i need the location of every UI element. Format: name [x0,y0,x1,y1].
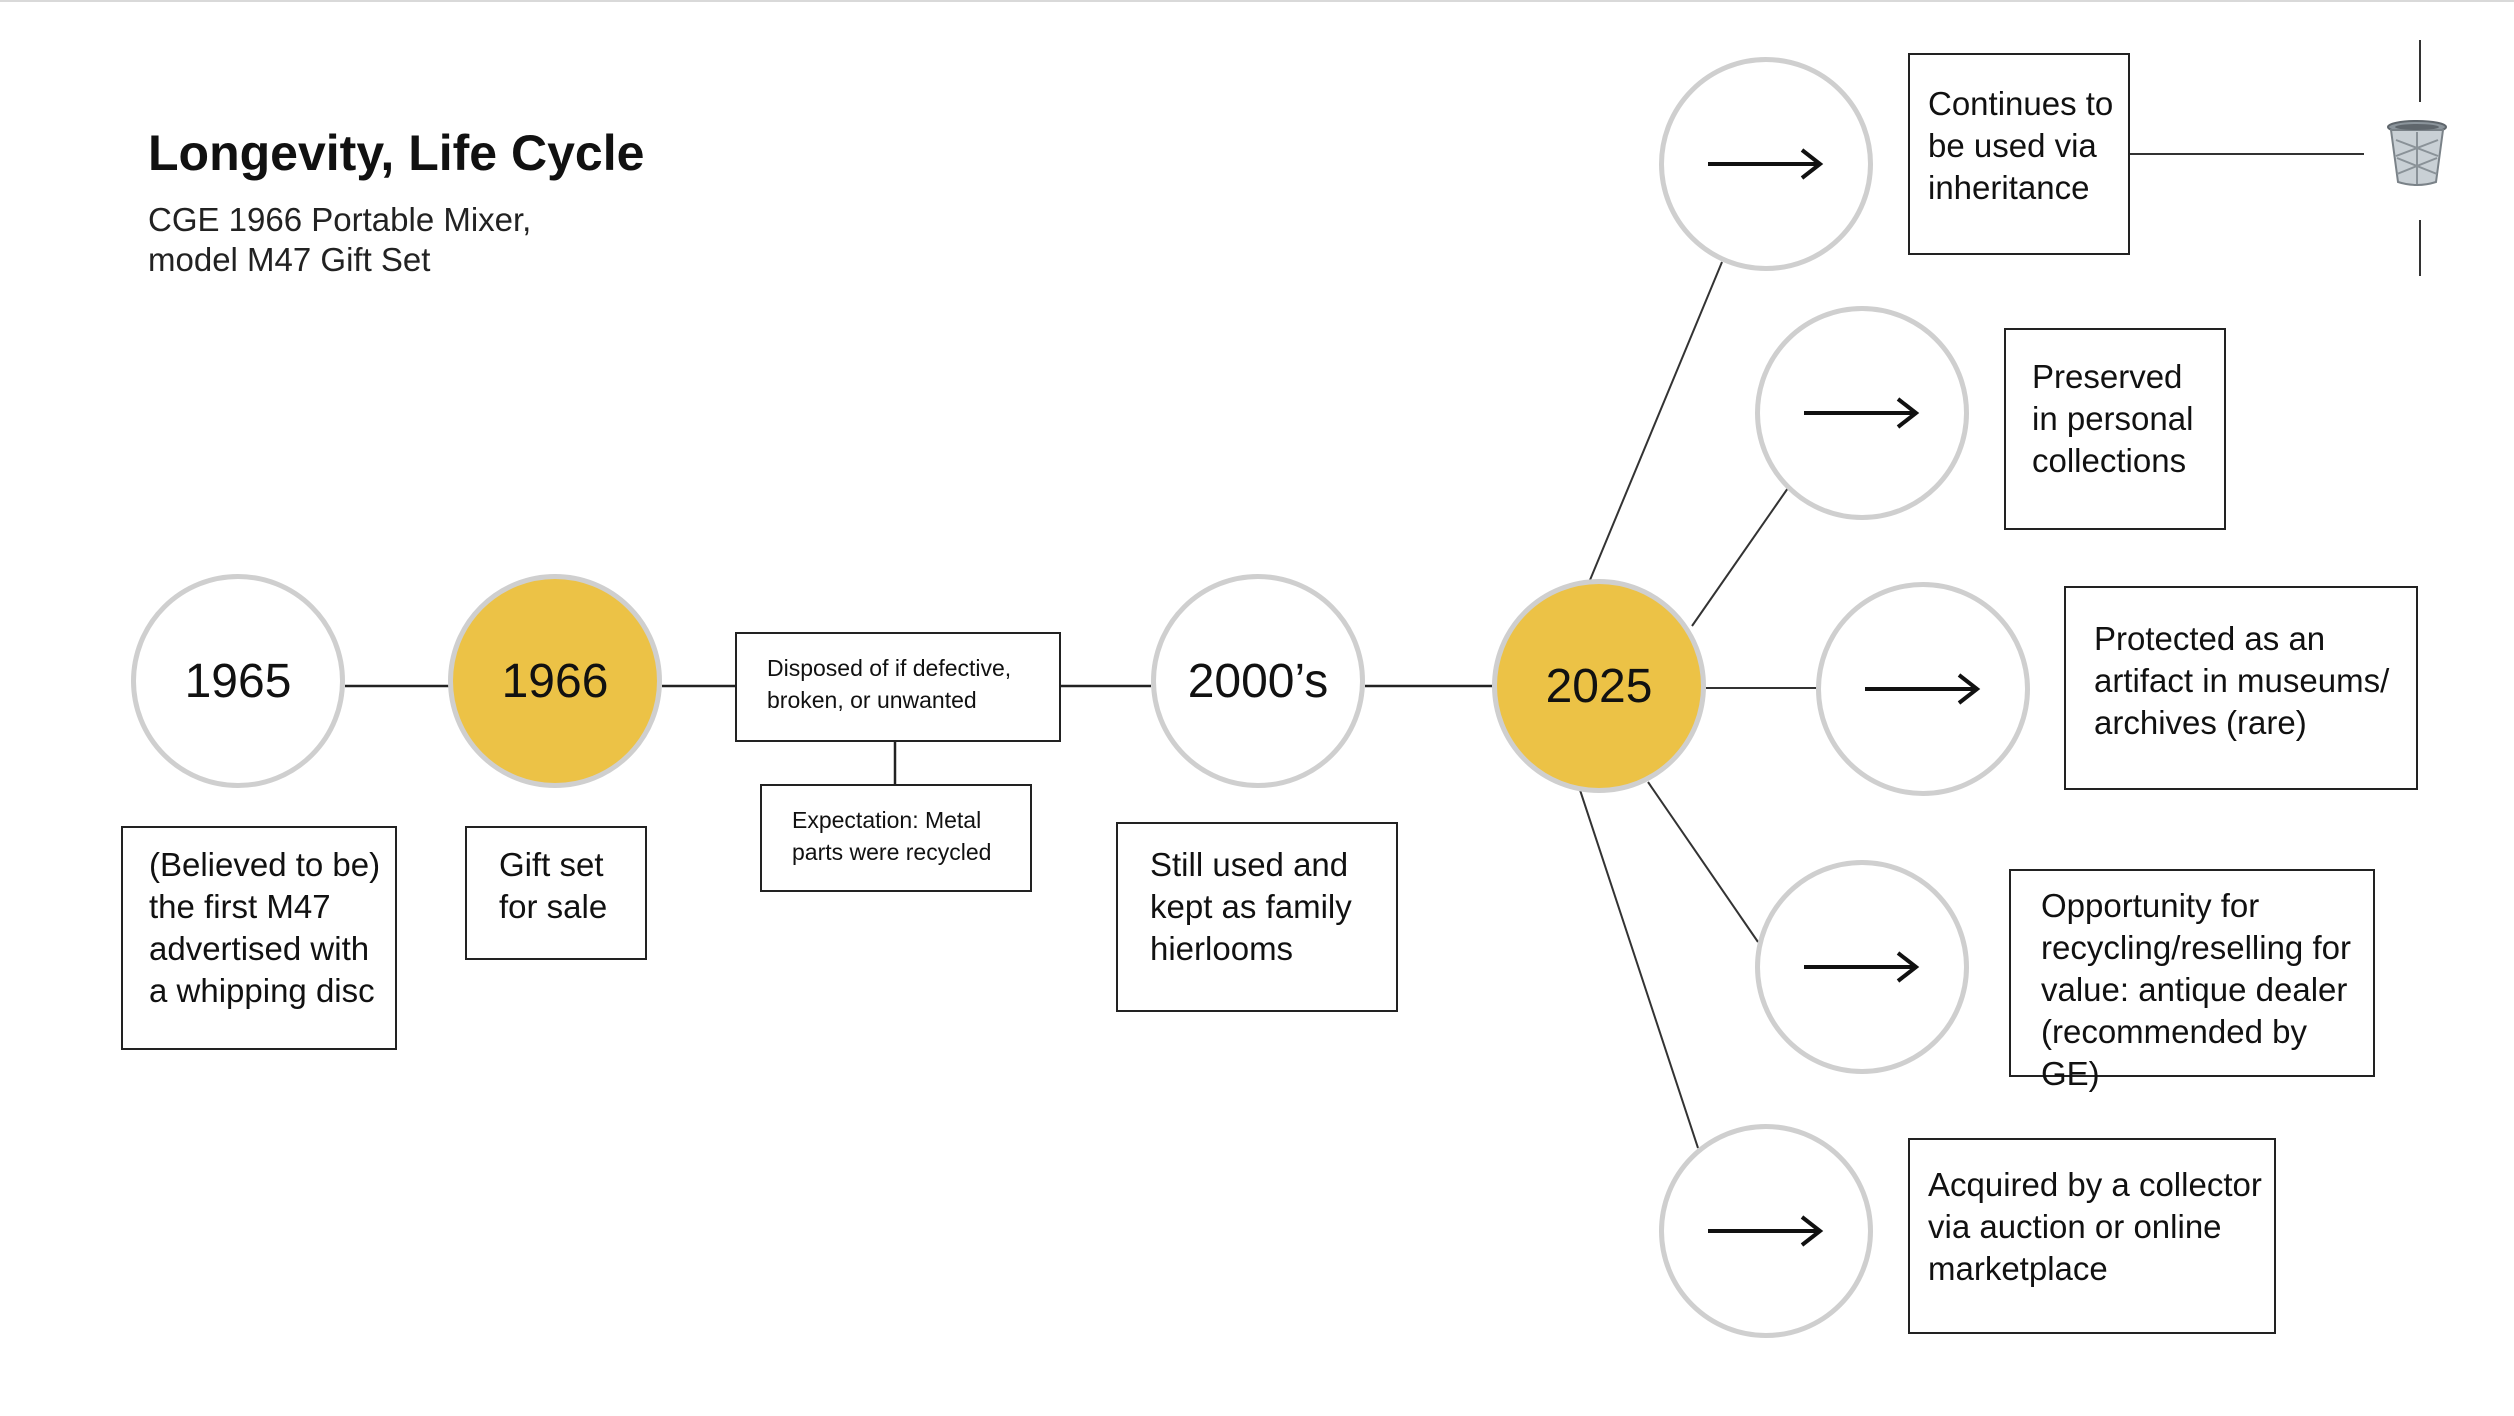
timeline-node-1965: 1965 [131,574,345,788]
page-subtitle: CGE 1966 Portable Mixer, model M47 Gift … [148,200,648,280]
outcome-line: Continues to [1928,85,2114,122]
note-line: Expectation: Metal [792,807,982,833]
note-line: Disposed of if defective, [767,655,1012,681]
outcome-line: Preserved [2032,358,2183,395]
outcome-line: value: antique dealer [2041,971,2348,1008]
note-1965: (Believed to be) the first M47 advertise… [121,826,397,1050]
outcome-line: marketplace [1928,1250,2108,1287]
note-line: advertised with [149,930,370,967]
note-line: a whipping disc [149,972,375,1009]
note-line: Still used and [1150,846,1349,883]
outcome-line: inheritance [1928,169,2090,206]
note-line: for sale [499,888,608,925]
outcome-box-3: Protected as an artifact in museums/ arc… [2064,586,2418,790]
page-title: Longevity, Life Cycle [148,125,645,181]
outcome-node-2 [1755,306,1969,520]
note-line: Gift set [499,846,604,883]
outcome-box-4: Opportunity for recycling/reselling for … [2009,869,2375,1092]
outcome-node-1 [1659,57,1873,271]
outcome-line: (recommended by GE) [2041,1013,2307,1092]
outcome-box-5: Acquired by a collector via auction or o… [1908,1138,2276,1334]
branch-to-outcome-1 [1589,261,1723,581]
note-disposal: Disposed of if defective, broken, or unw… [735,632,1061,742]
trash-bin-icon [2387,120,2447,186]
branch-to-outcome-2 [1691,487,1789,627]
branch-to-outcome-5 [1579,789,1699,1149]
outcome-node-3 [1816,582,2030,796]
subtitle-line: CGE 1966 Portable Mixer, [148,201,532,238]
note-line: the first M47 [149,888,331,925]
arrow-right-icon [1708,148,1824,180]
outcome-line: Opportunity for [2041,887,2260,924]
outcome-line: be used via [1928,127,2097,164]
timeline-node-2025: 2025 [1492,579,1706,793]
outcome-line: recycling/reselling for [2041,929,2351,966]
note-line: parts were recycled [792,839,992,865]
node-year: 1966 [501,654,609,708]
timeline-node-2000s: 2000’s [1151,574,1365,788]
note-expectation: Expectation: Metal parts were recycled [760,784,1032,892]
note-2000s: Still used and kept as family hierlooms [1116,822,1398,1012]
outcome-line: archives (rare) [2094,704,2307,741]
note-line: broken, or unwanted [767,687,977,713]
top-divider [0,0,2514,2]
note-line: kept as family [1150,888,1352,925]
note-1966: Gift set for sale [465,826,647,960]
branch-to-outcome-4 [1647,781,1759,943]
outcome-box-1: Continues to be used via inheritance [1908,53,2130,255]
node-year: 2000’s [1187,654,1329,708]
timeline-node-1966: 1966 [448,574,662,788]
note-line: (Believed to be) [149,846,381,883]
outcome-line: collections [2032,442,2187,479]
outcome-box-2: Preserved in personal collections [2004,328,2226,530]
note-line: hierlooms [1150,930,1294,967]
arrow-right-icon [1804,397,1920,429]
outcome-line: artifact in museums/ [2094,662,2390,699]
outcome-node-4 [1755,860,1969,1074]
outcome-line: Acquired by a collector [1928,1166,2262,1203]
arrow-right-icon [1865,673,1981,705]
outcome-line: in personal [2032,400,2194,437]
outcome-node-5 [1659,1124,1873,1338]
node-year: 1965 [184,654,292,708]
arrow-right-icon [1708,1215,1824,1247]
arrow-right-icon [1804,951,1920,983]
outcome-line: Protected as an [2094,620,2326,657]
outcome-line: via auction or online [1928,1208,2222,1245]
node-year: 2025 [1545,659,1653,713]
subtitle-line: model M47 Gift Set [148,241,431,278]
